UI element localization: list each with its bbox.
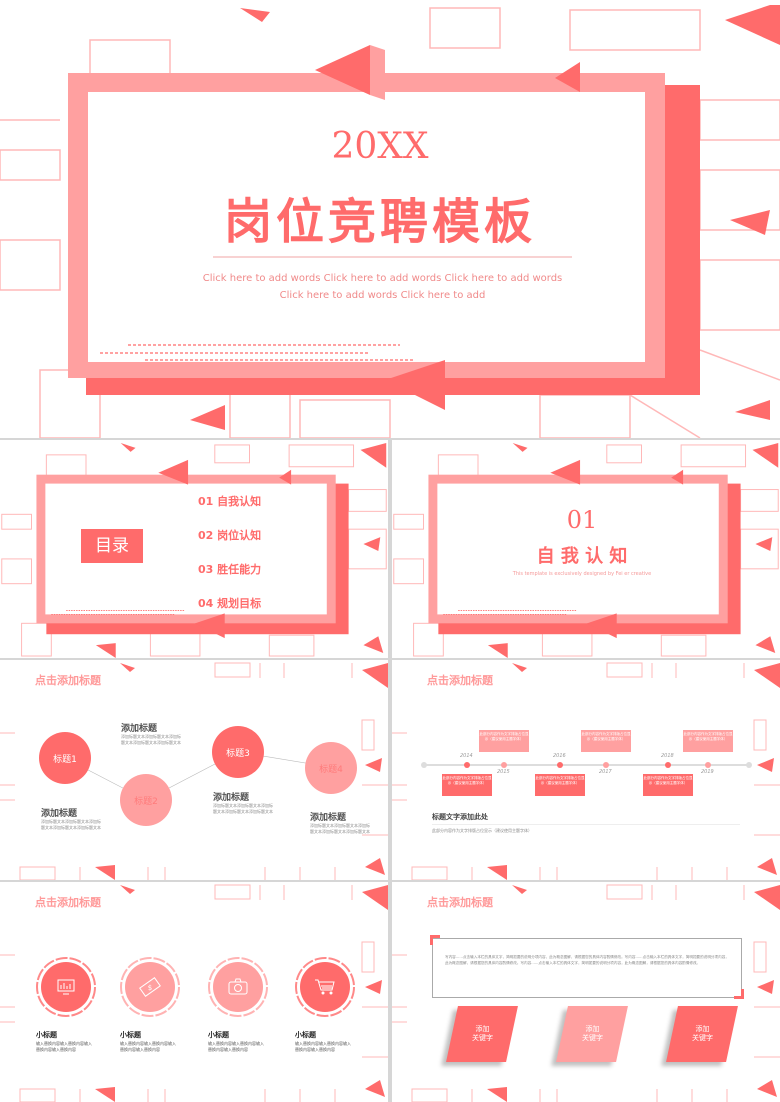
block-heading: 添加标题: [41, 809, 78, 819]
cover-slide[interactable]: 20XX 岗位竞聘模板 Click here to add words Clic…: [0, 0, 780, 438]
timeline-card[interactable]: 此部分内容作为文字排版占位显示（建议使用主题字体）: [581, 730, 631, 752]
monitor-chart-icon: [57, 979, 75, 995]
icon-text: 输入替换内容输入替换内容输入替换内容输入替换内容: [295, 1041, 351, 1052]
text-box: 写内容……点击输入本栏的具体文字，简明扼要的说明分项内容，此为概念图解，请根据您…: [432, 938, 742, 998]
circle-1[interactable]: 标题1: [39, 732, 91, 784]
timeline-axis: [424, 764, 749, 766]
background-decoration: [392, 884, 780, 1102]
block-heading: 添加标题: [213, 793, 250, 803]
timeline-dot: [665, 762, 671, 768]
money-icon: $: [139, 977, 161, 997]
block-heading: 添加标题: [310, 813, 347, 823]
block-heading: 添加标题: [121, 724, 158, 734]
icon-label: 小标题: [120, 1031, 141, 1039]
timeline-slide[interactable]: 点击添加标题 2014 此部分内容作为文字排版占位显示（建议使用主题字体） 20…: [392, 660, 780, 880]
flow-block-3: 添加标题添加标题文本添加标题文本添加标题文本添加标题文本添加标题文本: [213, 790, 273, 815]
keyword-card-1[interactable]: 添加 关键字: [446, 1006, 518, 1062]
keyword-label: 添加 关键字: [691, 1025, 713, 1042]
keyword-card-3[interactable]: 添加 关键字: [666, 1006, 738, 1062]
camera-icon: [228, 978, 248, 995]
cover-title: 岗位竞聘模板: [223, 194, 536, 250]
timeline-start: [421, 762, 427, 768]
timeline-card[interactable]: 此部分内容作为文字排版占位显示（建议使用主题字体）: [479, 730, 529, 752]
cover-year: 20XX: [331, 126, 429, 167]
icon-circle[interactable]: $: [119, 956, 181, 1018]
circle-3[interactable]: 标题3: [212, 726, 264, 778]
contents-slide[interactable]: 目录 01 自我认知 02 岗位认知 03 胜任能力 04 规划目标: [0, 440, 388, 658]
keywords-slide[interactable]: 点击添加标题 写内容……点击输入本栏的具体文字，简明扼要的说明分项内容，此为概念…: [392, 882, 780, 1102]
flow-block-2: 添加标题添加标题文本添加标题文本添加标题文本添加标题文本添加标题文本: [41, 806, 101, 831]
background-decoration: [393, 442, 779, 658]
icon-text: 输入替换内容输入替换内容输入替换内容输入替换内容: [120, 1041, 176, 1052]
timeline-year: 2017: [599, 769, 612, 775]
timeline-card[interactable]: 此部分内容作为文字排版占位显示（建议使用主题字体）: [643, 774, 693, 796]
timeline-end: [746, 762, 752, 768]
timeline-year: 2019: [701, 769, 714, 775]
icon-text: 输入替换内容输入替换内容输入替换内容输入替换内容: [208, 1041, 264, 1052]
block-text: 添加标题文本添加标题文本添加标题文本添加标题文本添加标题文本: [41, 819, 101, 830]
background-decoration: [0, 5, 780, 438]
timeline-year: 2015: [497, 769, 510, 775]
keyword-label: 添加 关键字: [471, 1025, 493, 1042]
flow-slide[interactable]: 点击添加标题 标题1 标题2 标题3 标题4 添加标题添加标题文本添加标题文本添…: [0, 660, 388, 880]
timeline-dot: [603, 762, 609, 768]
section-slide[interactable]: 01 自 我 认 知 This template is exclusively …: [392, 440, 780, 658]
timeline-subtext: 此部分内容作为文字排版占位显示（建议使用主题字体）: [432, 828, 532, 833]
corner-mark: [734, 989, 744, 999]
background-decoration: [0, 662, 388, 880]
section-title: 自 我 认 知: [536, 546, 628, 567]
block-text: 添加标题文本添加标题文本添加标题文本添加标题文本添加标题文本: [121, 734, 181, 745]
contents-item-3[interactable]: 03 胜任能力: [198, 563, 262, 576]
svg-text:$: $: [148, 984, 152, 992]
timeline-year: 2018: [661, 753, 674, 759]
timeline-divider: [432, 824, 740, 825]
background-decoration: [0, 884, 388, 1102]
flow-block-4: 添加标题添加标题文本添加标题文本添加标题文本添加标题文本添加标题文本: [310, 810, 370, 835]
keyword-label: 添加 关键字: [581, 1025, 603, 1042]
icon-label: 小标题: [36, 1031, 57, 1039]
keyword-card-2[interactable]: 添加 关键字: [556, 1006, 628, 1062]
contents-item-2[interactable]: 02 岗位认知: [198, 529, 262, 542]
circle-2[interactable]: 标题2: [120, 774, 172, 826]
timeline-subheading: 标题文字添加此处: [432, 813, 488, 821]
corner-mark: [430, 935, 440, 945]
icon-circle[interactable]: [207, 956, 269, 1018]
icon-label: 小标题: [295, 1031, 316, 1039]
timeline-card[interactable]: 此部分内容作为文字排版占位显示（建议使用主题字体）: [535, 774, 585, 796]
timeline-year: 2014: [460, 753, 473, 759]
cover-subtitle-1: Click here to add words Click here to ad…: [202, 273, 563, 284]
background-decoration: [392, 662, 780, 880]
timeline-card[interactable]: 此部分内容作为文字排版占位显示（建议使用主题字体）: [442, 774, 492, 796]
timeline-year: 2016: [553, 753, 566, 759]
connector-lines: [64, 751, 337, 801]
slide-title: 点击添加标题: [35, 674, 101, 687]
icon-circle[interactable]: [294, 956, 356, 1018]
background-decoration: [1, 442, 387, 658]
icon-circle[interactable]: [35, 956, 97, 1018]
block-text: 添加标题文本添加标题文本添加标题文本添加标题文本添加标题文本: [213, 803, 273, 814]
slide-title: 点击添加标题: [427, 896, 493, 909]
flow-block-1: 添加标题添加标题文本添加标题文本添加标题文本添加标题文本添加标题文本: [121, 721, 181, 746]
timeline-card[interactable]: 此部分内容作为文字排版占位显示（建议使用主题字体）: [683, 730, 733, 752]
timeline-dot: [557, 762, 563, 768]
icons-slide[interactable]: 点击添加标题 小标题 输入替换内容输入替换内容输入替换内容输入替换内容 $ 小标…: [0, 882, 388, 1102]
circle-4[interactable]: 标题4: [305, 742, 357, 794]
cover-subtitle-2: Click here to add words Click here to ad…: [279, 290, 486, 301]
contents-heading: 目录: [81, 529, 143, 563]
slide-title: 点击添加标题: [35, 896, 101, 909]
block-text: 添加标题文本添加标题文本添加标题文本添加标题文本添加标题文本: [310, 823, 370, 834]
icon-label: 小标题: [208, 1031, 229, 1039]
section-number: 01: [566, 506, 598, 534]
slide-title: 点击添加标题: [427, 674, 493, 687]
text-box-body: 写内容……点击输入本栏的具体文字，简明扼要的说明分项内容，此为概念图解，请根据您…: [445, 955, 729, 965]
timeline-dot: [464, 762, 470, 768]
cart-icon: [315, 979, 335, 995]
timeline-dot: [705, 762, 711, 768]
icon-text: 输入替换内容输入替换内容输入替换内容输入替换内容: [36, 1041, 92, 1052]
timeline-dot: [501, 762, 507, 768]
section-caption: This template is exclusively designed by…: [512, 571, 652, 577]
contents-item-1[interactable]: 01 自我认知: [198, 495, 262, 508]
contents-item-4[interactable]: 04 规划目标: [198, 597, 262, 610]
